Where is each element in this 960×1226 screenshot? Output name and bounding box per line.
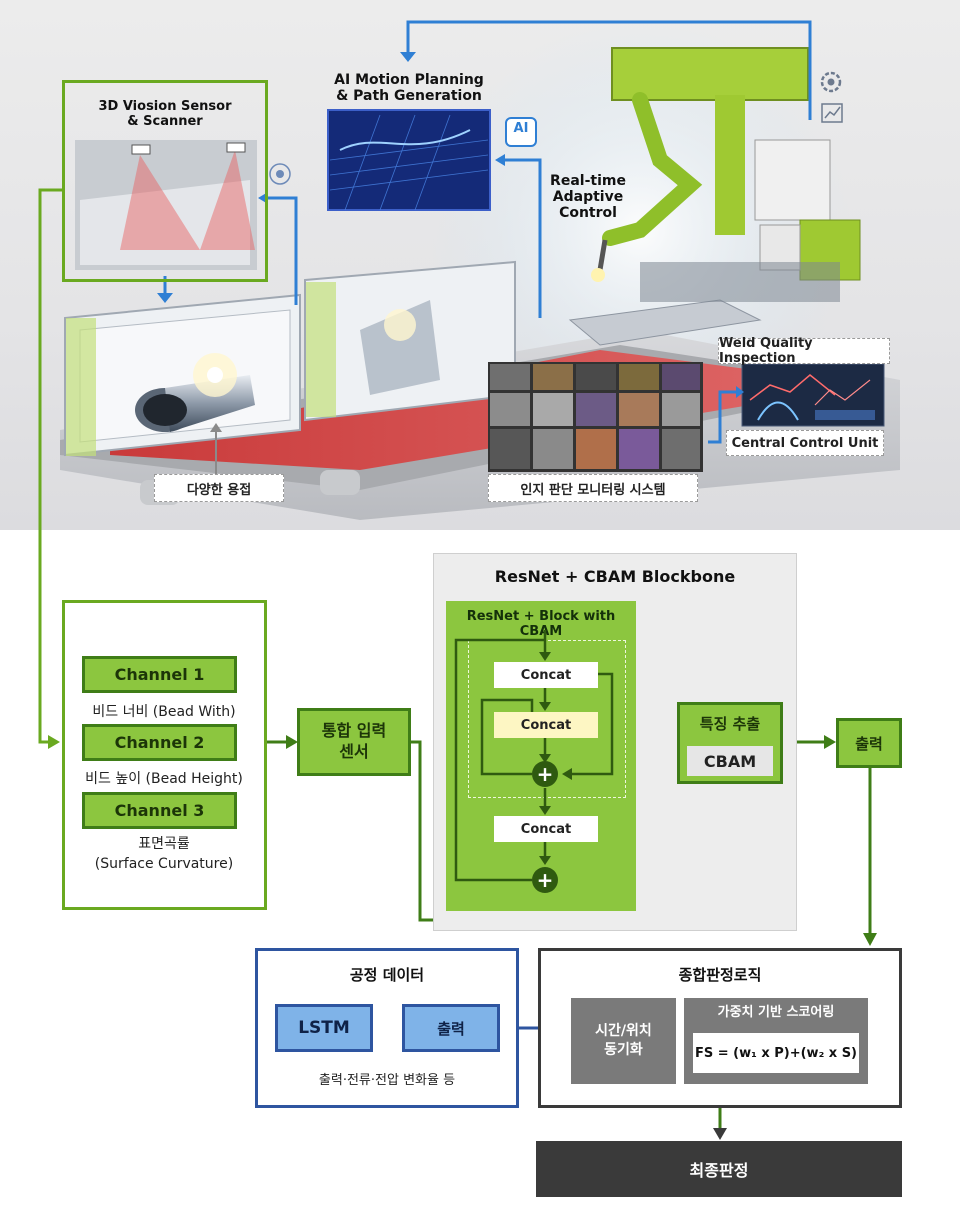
decision-logic-title: 종합판정로직 [678,966,762,984]
ai-badge: AI [513,121,529,136]
channel-2-caption: 비드 높이 (Bead Height) [85,771,243,787]
resnet-block-title: ResNet + Block with CBAM [466,609,616,639]
welding-scene-art [60,20,900,520]
process-output-box: 출력 [402,1004,500,1052]
fs-formula: FS = (w₁ x P)+(w₂ x S) [693,1033,859,1073]
concat-box-2: Concat [494,712,598,738]
concat-box-3: Concat [494,816,598,842]
adaptive-control-title: Real-time Adaptive Control [550,173,626,222]
target-icon [269,163,291,185]
cbam-box: CBAM [687,746,773,776]
gear-icon [820,71,842,93]
fusion-input-sensor-box: 통합 입력 센서 [297,708,411,776]
channel-1-box: Channel 1 [82,656,237,693]
plus-node-2: + [536,868,554,892]
monitoring-thumbnails [488,362,703,472]
channel-3-box: Channel 3 [82,792,237,829]
cbam-subblock [468,640,626,798]
various-welding-label: 다양한 용접 [154,474,284,502]
channel-3-caption: 표면곡률 (Surface Curvature) [94,836,234,872]
chart-icon [821,103,843,123]
concat-box-1: Concat [494,662,598,688]
welding-system-illustration [0,0,960,530]
weld-quality-label: Weld Quality Inspection [718,336,890,366]
weighted-scoring-title: 가중치 기반 스코어링 [717,1005,835,1020]
plus-node-1: + [536,762,554,786]
central-control-label: Central Control Unit [726,430,884,456]
final-decision-box: 최종판정 [536,1141,902,1197]
process-data-caption: 출력·전류·전압 변화율 등 [318,1073,456,1088]
vision-sensor-title: 3D Viosion Sensor & Scanner [98,99,232,129]
channel-1-caption: 비드 너비 (Bead With) [92,704,236,720]
time-position-sync-box: 시간/위치 동기화 [571,998,676,1084]
lstm-box: LSTM [275,1004,373,1052]
monitoring-system-label: 인지 판단 모니터링 시스템 [488,474,698,502]
output-box: 출력 [836,718,902,768]
vision-sensor-frame [62,80,268,282]
ai-motion-title: AI Motion Planning & Path Generation [334,72,484,105]
backbone-title: ResNet + CBAM Blockbone [494,567,736,586]
channel-2-box: Channel 2 [82,724,237,761]
process-data-title: 공정 데이터 [349,966,425,984]
